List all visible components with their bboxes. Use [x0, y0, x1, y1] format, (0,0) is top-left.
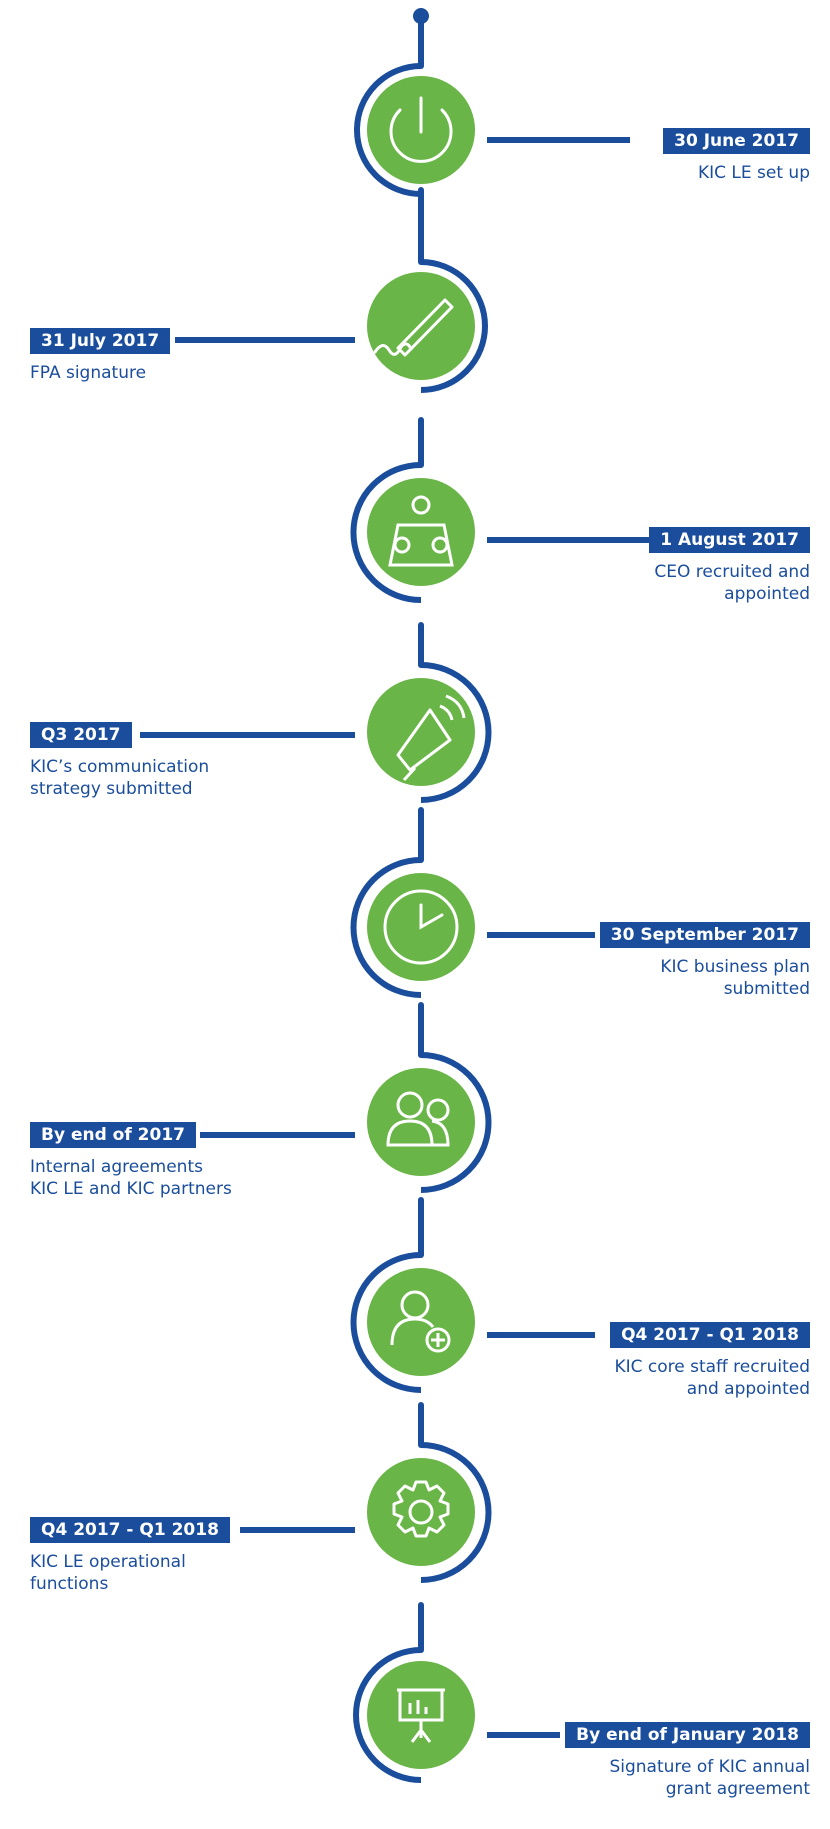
- connector-lines: [140, 137, 650, 1738]
- milestone-label-3: 1 August 2017 CEO recruited and appointe…: [649, 527, 810, 605]
- milestone-text: Signature of KIC annual grant agreement: [609, 1757, 810, 1799]
- milestone-label-5: 30 September 2017 KIC business plan subm…: [599, 922, 810, 1000]
- milestone-ring-9: [353, 1647, 422, 1783]
- milestone-text: Internal agreements KIC LE and KIC partn…: [30, 1157, 232, 1199]
- milestone-text: KIC core staff recruited and appointed: [614, 1357, 810, 1399]
- milestone-text: KIC’s communication strategy submitted: [30, 757, 210, 799]
- milestone-date: Q4 2017 - Q1 2018: [30, 1517, 230, 1543]
- milestone-label-2: 31 July 2017 FPA signature: [30, 328, 171, 384]
- milestone-date: By end of January 2018: [565, 1722, 810, 1748]
- milestone-text: CEO recruited and appointed: [654, 562, 810, 604]
- meeting-icon: [388, 495, 454, 567]
- milestone-text: FPA signature: [30, 363, 147, 383]
- milestone-text: KIC LE set up: [697, 163, 810, 183]
- milestone-date: Q3 2017: [30, 722, 132, 748]
- milestone-ring-4: [420, 662, 492, 803]
- milestone-date: 30 September 2017: [599, 922, 810, 948]
- milestone-label-9: By end of January 2018 Signature of KIC …: [565, 1722, 810, 1800]
- milestone-ring-2: [420, 259, 488, 393]
- presentation-icon: [397, 1688, 445, 1743]
- power-icon: [389, 96, 453, 163]
- milestone-label-7: Q4 2017 - Q1 2018 KIC core staff recruit…: [610, 1322, 810, 1400]
- milestone-ring-7: [350, 1252, 422, 1393]
- add-user-icon: [390, 1290, 451, 1353]
- milestone-ring-5: [350, 857, 422, 998]
- milestone-date: 30 June 2017: [663, 128, 810, 154]
- pen-signature-icon: [373, 298, 454, 357]
- milestone-text: KIC LE operational functions: [30, 1552, 186, 1594]
- gear-icon: [392, 1480, 450, 1538]
- milestone-label-4: Q3 2017 KIC’s communication strategy sub…: [30, 722, 209, 800]
- milestone-text: KIC business plan submitted: [660, 957, 810, 999]
- milestone-label-6: By end of 2017 Internal agreements KIC L…: [30, 1122, 232, 1200]
- milestone-date: By end of 2017: [30, 1122, 196, 1148]
- milestone-ring-1: [354, 63, 422, 197]
- milestone-label-8: Q4 2017 - Q1 2018 KIC LE operational fun…: [30, 1517, 230, 1595]
- timeline-start-dot: [413, 8, 429, 24]
- megaphone-icon: [396, 694, 466, 782]
- people-icon: [386, 1091, 450, 1147]
- milestone-date: 1 August 2017: [649, 527, 810, 553]
- milestone-ring-8: [420, 1442, 492, 1583]
- clock-icon: [383, 889, 459, 965]
- milestone-ring-6: [420, 1052, 492, 1193]
- milestone-label-1: 30 June 2017 KIC LE set up: [663, 128, 810, 184]
- milestone-ring-3: [350, 462, 422, 603]
- milestone-date: Q4 2017 - Q1 2018: [610, 1322, 810, 1348]
- milestone-date: 31 July 2017: [30, 328, 171, 354]
